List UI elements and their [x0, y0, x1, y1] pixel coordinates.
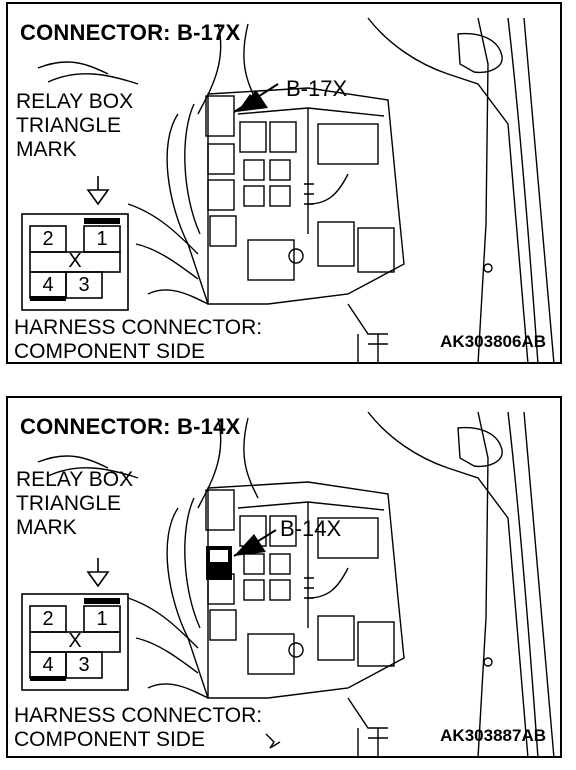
relay-box-triangle-label: RELAY BOX TRIANGLE MARK [16, 90, 133, 162]
relay-line: TRIANGLE [16, 492, 122, 515]
figure-code: AK303887AB [440, 726, 546, 745]
relay-line: MARK [16, 516, 77, 539]
harness-line: COMPONENT SIDE [14, 728, 205, 751]
fuse-box-illustration [21, 411, 555, 756]
harness-line: HARNESS CONNECTOR: [14, 316, 263, 339]
diagram-panel-b14x: CONNECTOR: B-14X B-14X RELAY BOX TRIANGL… [6, 396, 562, 758]
harness-line: COMPONENT SIDE [14, 340, 205, 363]
connector-title: CONNECTOR: B-14X [20, 414, 241, 439]
connector-title: CONNECTOR: B-17X [20, 20, 241, 45]
pin-2: 2 [42, 608, 54, 630]
relay-box-triangle-label: RELAY BOX TRIANGLE MARK [16, 468, 133, 540]
harness-line: HARNESS CONNECTOR: [14, 704, 263, 727]
pin-1: 1 [96, 228, 108, 250]
pin-3: 3 [78, 274, 90, 296]
relay-line: RELAY BOX [16, 468, 134, 491]
pin-3: 3 [78, 654, 90, 676]
pin-x: X [68, 250, 82, 272]
figure-code: AK303806AB [440, 332, 546, 351]
harness-connector-label: HARNESS CONNECTOR: COMPONENT SIDE [14, 316, 263, 363]
pointer-label: B-14X [280, 516, 342, 541]
relay-line: MARK [16, 138, 77, 161]
pointer-label: B-17X [286, 76, 348, 101]
diagram-panel-b17x: CONNECTOR: B-17X B-17X RELAY BOX TRIANGL… [6, 2, 562, 364]
relay-line: RELAY BOX [16, 90, 134, 113]
fuse-box-illustration [21, 17, 555, 362]
pin-4: 4 [42, 274, 54, 296]
pin-4: 4 [42, 654, 54, 676]
relay-line: TRIANGLE [16, 114, 122, 137]
pin-2: 2 [42, 228, 54, 250]
pin-1: 1 [96, 608, 108, 630]
harness-connector-label: HARNESS CONNECTOR: COMPONENT SIDE [14, 704, 262, 752]
pin-x: X [68, 630, 82, 652]
